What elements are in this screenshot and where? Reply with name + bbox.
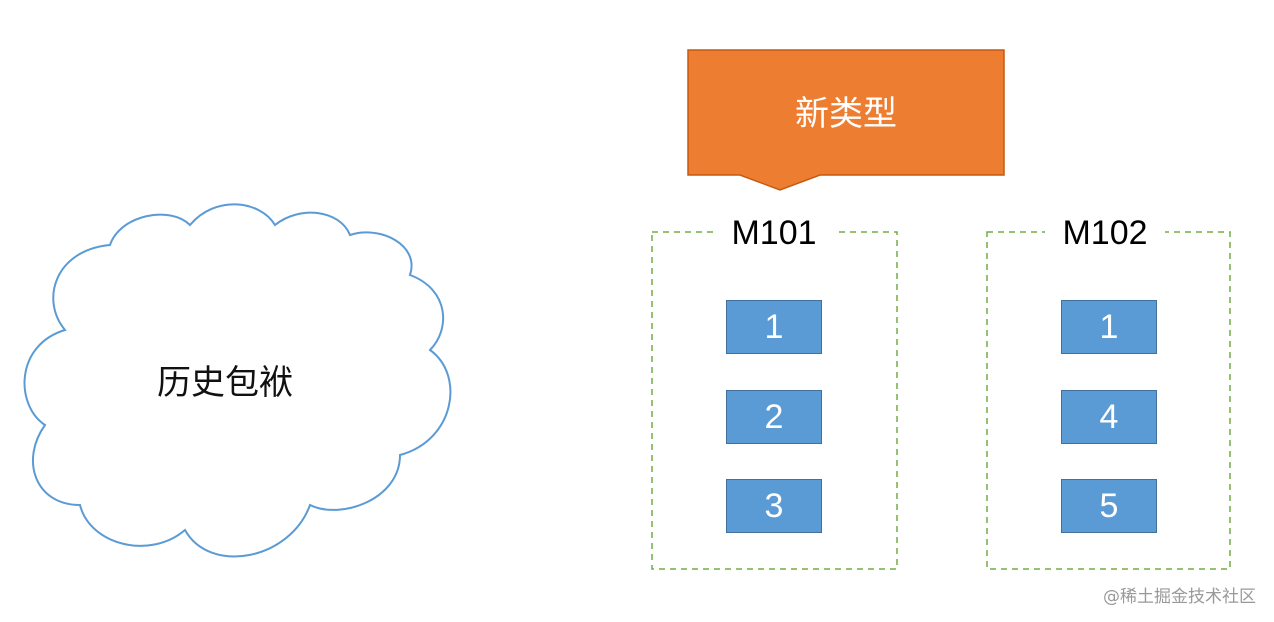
item-box: 4 (1061, 390, 1157, 444)
item-box: 5 (1061, 479, 1157, 533)
callout-shape (687, 49, 1005, 191)
watermark: @稀土掘金技术社区 (1103, 587, 1256, 607)
callout-label: 新类型 (795, 94, 897, 134)
cloud-label: 历史包袱 (157, 363, 293, 403)
group-title-m102: M102 (1045, 214, 1165, 253)
cloud-shape (23, 203, 452, 558)
item-box: 2 (726, 390, 822, 444)
item-box: 1 (726, 300, 822, 354)
group-title-m101: M101 (714, 214, 834, 253)
item-box: 3 (726, 479, 822, 533)
item-box: 1 (1061, 300, 1157, 354)
